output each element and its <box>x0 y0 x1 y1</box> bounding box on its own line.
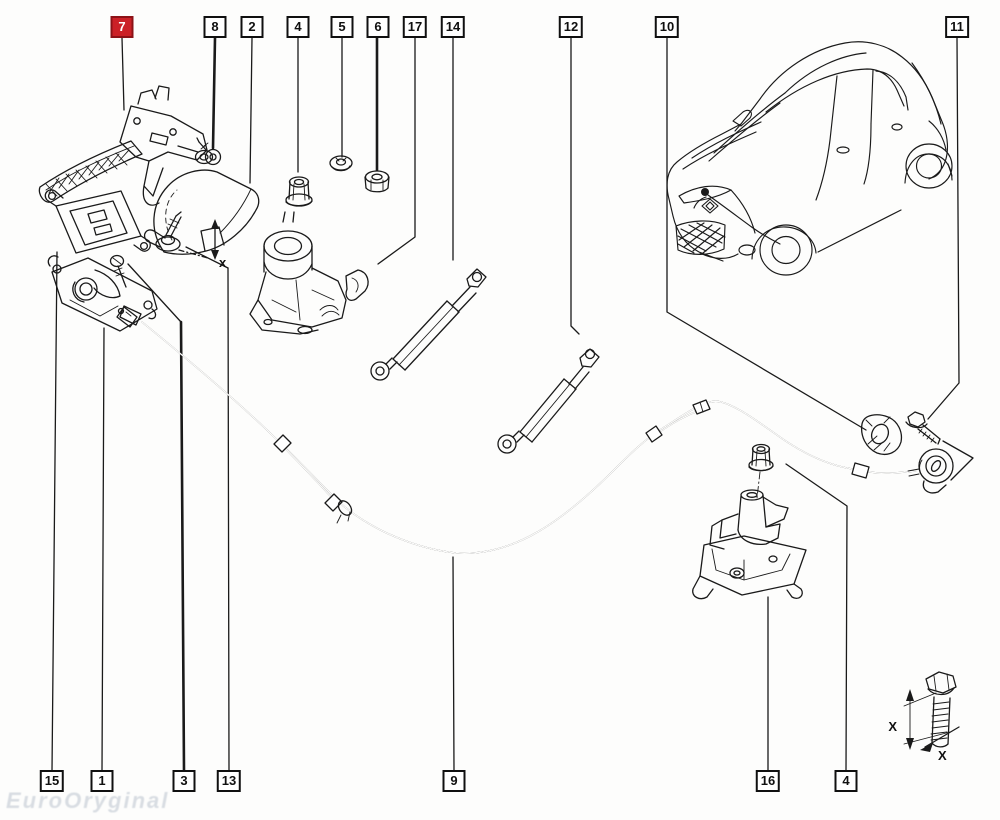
screw-detail-inset: X X <box>888 671 960 763</box>
callout-box-15-bottom: 15 <box>39 770 65 792</box>
part-3-screw <box>109 254 127 288</box>
part-8-screw <box>196 137 222 166</box>
part-4-cap-nut-lower <box>748 443 774 499</box>
callout-box-4-bottom: 4 <box>834 770 858 792</box>
part-1-hood-lock <box>47 255 158 332</box>
callout-box-3-bottom: 3 <box>172 770 196 792</box>
callout-box-7-top: 7 <box>110 16 134 38</box>
part-7-handle-assembly <box>38 85 214 206</box>
part-14-gas-strut <box>370 268 487 381</box>
part-16-support-bracket <box>692 489 807 600</box>
callout-box-2-top: 2 <box>240 16 264 38</box>
part-9-release-cable <box>116 306 917 554</box>
callout-box-6-top: 6 <box>366 16 390 38</box>
rivet-x-dimension: x <box>211 219 227 270</box>
part-2-shield <box>143 169 260 255</box>
callout-box-12-top: 12 <box>558 16 584 38</box>
car-illustration <box>666 41 953 276</box>
part-15-bracket <box>44 189 151 254</box>
part-10-end-cap <box>860 414 903 456</box>
callout-box-13-bottom: 13 <box>216 770 242 792</box>
callout-box-1-bottom: 1 <box>90 770 114 792</box>
callout-box-17-top: 17 <box>402 16 428 38</box>
callout-box-5-top: 5 <box>330 16 354 38</box>
screw-x-side-label: X <box>888 719 897 734</box>
part-5-push-nut <box>329 155 353 172</box>
callout-box-16-bottom: 16 <box>755 770 781 792</box>
rivet-x-label: x <box>219 255 227 270</box>
screw-x-bottom-label: X <box>938 748 947 763</box>
part-17-lock-assembly <box>249 211 369 335</box>
leader-lines <box>51 36 974 773</box>
callout-box-14-top: 14 <box>440 16 466 38</box>
part-10-lock-barrel <box>907 448 954 494</box>
callout-box-10-top: 10 <box>654 16 680 38</box>
callout-box-4-top: 4 <box>286 16 310 38</box>
part-4-cap-nut <box>285 176 313 207</box>
part-12-gas-strut <box>497 348 600 454</box>
part-11-screw <box>905 411 941 445</box>
callout-box-9-bottom: 9 <box>442 770 466 792</box>
callout-box-8-top: 8 <box>203 16 227 38</box>
part-6-flange-nut <box>364 170 390 193</box>
callout-box-11-top: 11 <box>945 16 969 38</box>
